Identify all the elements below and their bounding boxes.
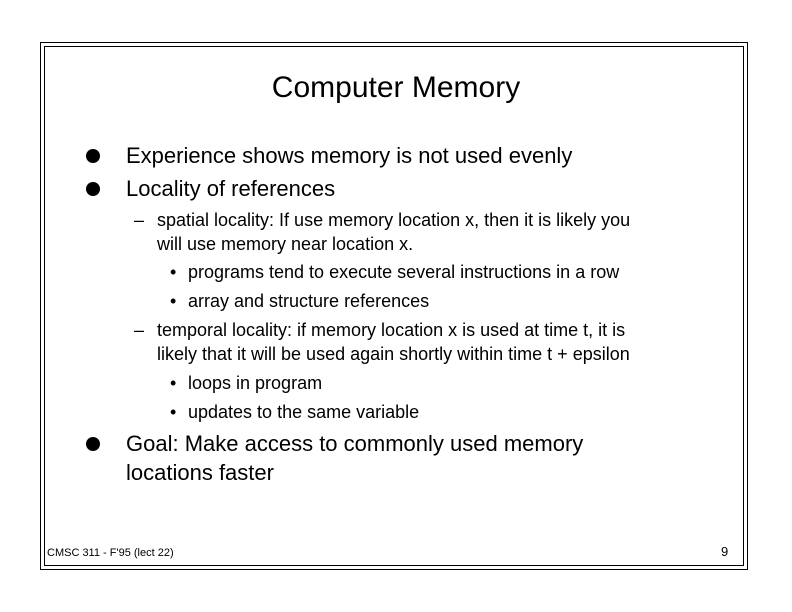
spatial-locality-line1: spatial locality: If use memory location… [157,210,631,230]
bullet-dot-icon [86,182,100,196]
temporal-sub-loops: loops in program [188,373,323,393]
bullet-goal-line1: Goal: Make access to commonly used memor… [126,431,584,456]
bullet-locality: Locality of references [126,176,336,201]
dash-bullet-icon: – [134,210,145,230]
sub-bullet-icon: • [170,291,177,311]
temporal-locality-line1: temporal locality: if memory location x … [157,320,626,340]
spatial-sub-arrays: array and structure references [188,291,430,311]
temporal-locality-line2: likely that it will be used again shortl… [157,344,630,364]
bullet-dot-icon [86,437,100,451]
bullet-experience: Experience shows memory is not used even… [126,143,573,168]
sub-bullet-icon: • [170,402,177,422]
spatial-locality-line2: will use memory near location x. [157,234,414,254]
temporal-sub-updates: updates to the same variable [188,402,420,422]
bullet-dot-icon [86,149,100,163]
slide-frame-outer [40,42,748,570]
footer-course: CMSC 311 - F'95 (lect 22) [47,547,174,559]
page-number: 9 [721,544,729,559]
spatial-sub-programs: programs tend to execute several instruc… [188,262,620,282]
sub-bullet-icon: • [170,262,177,282]
dash-bullet-icon: – [134,320,145,340]
bullet-goal-line2: locations faster [126,460,274,485]
slide-title: Computer Memory [271,71,521,104]
slide-frame-inner [44,46,744,566]
sub-bullet-icon: • [170,373,177,393]
